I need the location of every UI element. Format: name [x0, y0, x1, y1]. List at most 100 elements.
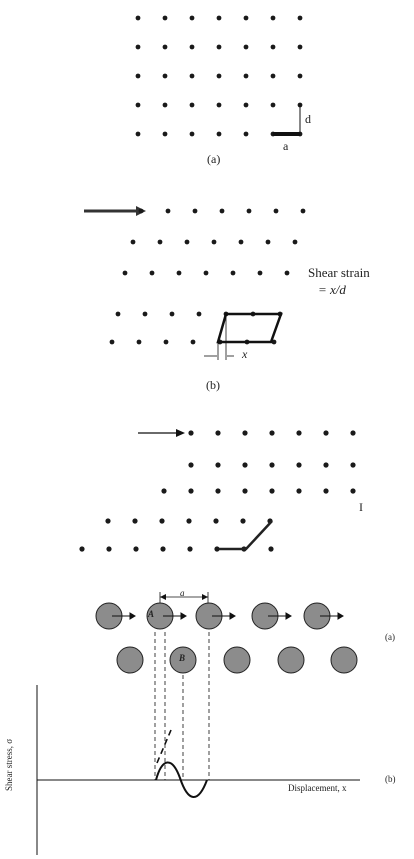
- lattice-atom: [273, 208, 279, 214]
- spacing-label-a: a: [180, 588, 185, 598]
- lattice-atom: [296, 430, 302, 436]
- lattice-atom: [350, 430, 356, 436]
- lattice-atom: [216, 44, 222, 50]
- lattice-atom: [297, 44, 303, 50]
- sheared-unit-cell: [216, 312, 283, 344]
- lattice-atom: [215, 462, 221, 468]
- tag-b: (b): [385, 774, 396, 784]
- label-x: x: [242, 347, 248, 361]
- lattice-atom: [162, 15, 168, 21]
- lattice-atom: [296, 488, 302, 494]
- bond-path: [219, 520, 273, 551]
- lattice-atom: [184, 239, 190, 245]
- lattice-atom: [165, 208, 171, 214]
- lattice-atom: [297, 15, 303, 21]
- lattice-atom: [246, 208, 252, 214]
- lattice-atom: [323, 462, 329, 468]
- lattice-atom: [323, 488, 329, 494]
- lattice-atom: [265, 239, 271, 245]
- lattice-atom: [243, 102, 249, 108]
- lattice-atom: [163, 339, 169, 345]
- atom-circle: [116, 646, 144, 674]
- lattice-atom: [188, 462, 194, 468]
- lattice-atom: [230, 270, 236, 276]
- atom-label-B: B: [179, 653, 186, 663]
- lattice-a-svg: [135, 15, 303, 137]
- lattice-atom: [176, 270, 182, 276]
- lattice-atom: [105, 518, 111, 524]
- lattice-atom: [350, 462, 356, 468]
- lattice-c-svg: [79, 429, 356, 552]
- lattice-atom: [135, 15, 141, 21]
- stress-curve: [155, 761, 208, 798]
- panel-a-lattice: d a (a): [0, 0, 414, 185]
- lattice-c-dots: [79, 430, 356, 552]
- dim-arrow-left-icon: [160, 594, 166, 600]
- lattice-atom: [135, 131, 141, 137]
- lattice-atom: [79, 546, 85, 552]
- lattice-atom: [270, 73, 276, 79]
- lattice-a-dots: [135, 15, 303, 137]
- lattice-atom: [133, 546, 139, 552]
- caption-b: (b): [206, 378, 220, 392]
- lattice-atom: [160, 546, 166, 552]
- lattice-atom: [189, 15, 195, 21]
- lattice-atom: [192, 208, 198, 214]
- panel-b-sheared-lattice: Shear strain = x/d x (b): [0, 190, 414, 410]
- lattice-atom: [292, 239, 298, 245]
- atom-circle: [330, 646, 358, 674]
- lattice-atom: [186, 518, 192, 524]
- shear-arrow-c-head-icon: [176, 429, 185, 437]
- lattice-atom: [269, 488, 275, 494]
- lattice-b-dots: [109, 208, 306, 345]
- lattice-atom: [162, 102, 168, 108]
- atom-row-bottom: [116, 646, 358, 674]
- lattice-atom: [135, 44, 141, 50]
- lattice-atom: [187, 546, 193, 552]
- lattice-atom: [242, 430, 248, 436]
- lattice-atom: [157, 239, 163, 245]
- lattice-atom: [188, 488, 194, 494]
- atom-label-A: A: [148, 609, 155, 619]
- lattice-atom: [323, 430, 329, 436]
- panel-c-dislocated-lattice: I: [0, 420, 414, 570]
- lattice-atom: [243, 73, 249, 79]
- shear-strain-formula: = x/d: [318, 282, 346, 297]
- x-axis-label: Displacement, x: [288, 783, 347, 793]
- lattice-atom: [189, 44, 195, 50]
- lattice-atom: [132, 518, 138, 524]
- lattice-atom: [216, 73, 222, 79]
- caption-a: (a): [207, 152, 221, 166]
- lattice-atom: [243, 44, 249, 50]
- lattice-atom: [149, 270, 155, 276]
- lattice-atom: [189, 102, 195, 108]
- lattice-atom: [270, 15, 276, 21]
- lattice-atom: [161, 488, 167, 494]
- lattice-atom: [214, 546, 220, 552]
- lattice-atom: [297, 73, 303, 79]
- lattice-atom: [268, 546, 274, 552]
- lattice-atom: [242, 488, 248, 494]
- lattice-atom: [169, 311, 175, 317]
- lattice-atom: [271, 339, 277, 345]
- lattice-atom: [142, 311, 148, 317]
- lattice-b-svg: [84, 206, 306, 360]
- lattice-atom: [216, 102, 222, 108]
- cell-edge: [217, 313, 227, 343]
- atom-circle: [223, 646, 251, 674]
- lattice-atom: [269, 462, 275, 468]
- lattice-atom: [242, 462, 248, 468]
- atom-circle: [277, 646, 305, 674]
- atom-arrows: [112, 612, 344, 620]
- lattice-atom: [215, 488, 221, 494]
- lattice-atom: [159, 518, 165, 524]
- lattice-atom: [135, 73, 141, 79]
- lattice-atom: [240, 518, 246, 524]
- panel-d-stress-model: a A B (a) (b) Displacement, x Shear stre…: [0, 580, 414, 859]
- shear-strain-label: Shear strain: [308, 265, 370, 280]
- lattice-atom: [109, 339, 115, 345]
- lattice-atom: [243, 131, 249, 137]
- lattice-atom: [238, 239, 244, 245]
- dim-arrow-right-icon: [202, 594, 208, 600]
- lattice-atom: [203, 270, 209, 276]
